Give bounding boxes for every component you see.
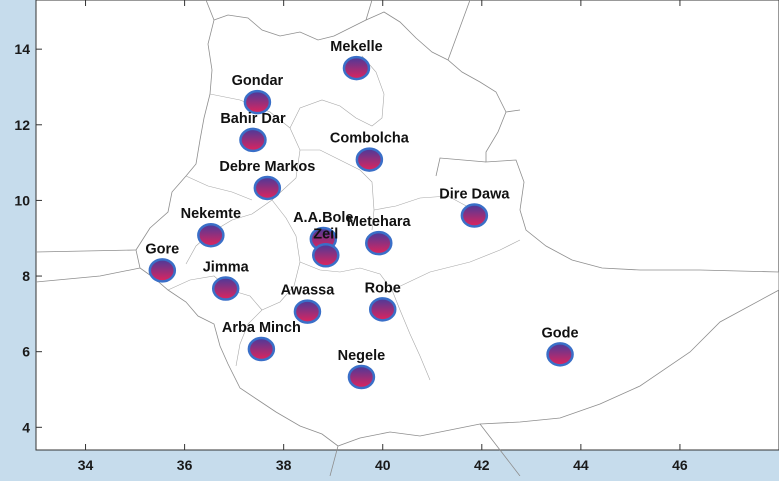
station-marker[interactable] [197, 222, 225, 248]
station-marker[interactable] [347, 364, 376, 390]
station-label: Gore [145, 241, 179, 257]
southern-border [329, 423, 521, 477]
station-label: Bahir Dar [220, 111, 286, 127]
x-tick-label: 38 [276, 457, 292, 473]
station-label: Dire Dawa [439, 187, 510, 203]
y-tick-label: 10 [14, 192, 30, 208]
station-marker[interactable] [368, 297, 397, 322]
station-marker[interactable] [243, 89, 272, 115]
y-tick-label: 14 [14, 41, 30, 57]
y-tick-label: 4 [22, 419, 30, 435]
station-dire-dawa[interactable]: Dire Dawa [439, 187, 510, 228]
y-axis: 4 6 8 10 12 14 [14, 41, 42, 435]
x-tick-label: 34 [78, 457, 94, 473]
ethiopia-border [135, 11, 779, 447]
station-marker[interactable] [546, 342, 574, 367]
station-label: Zeil [313, 226, 338, 242]
station-gondar[interactable]: Gondar [232, 73, 284, 115]
x-tick-label: 44 [573, 457, 589, 473]
station-label: Debre Markos [219, 159, 315, 175]
station-mekelle[interactable]: Mekelle [330, 39, 383, 81]
station-metehara[interactable]: Metehara [347, 214, 412, 256]
station-awassa[interactable]: Awassa [281, 283, 336, 324]
station-marker[interactable] [355, 147, 384, 172]
station-nekemte[interactable]: Nekemte [181, 206, 241, 248]
station-marker[interactable] [148, 258, 177, 283]
station-label: Nekemte [181, 206, 241, 222]
station-label: Negele [338, 348, 386, 364]
station-robe[interactable]: Robe [365, 280, 401, 322]
station-marker[interactable] [253, 175, 282, 201]
station-label: A.A.Bole [293, 210, 353, 226]
station-label: Gondar [232, 73, 284, 89]
station-arba-minch[interactable]: Arba Minch [222, 320, 301, 362]
y-tick-label: 12 [14, 117, 30, 133]
country-borders [35, 0, 779, 477]
station-negele[interactable]: Negele [338, 348, 386, 390]
x-tick-label: 42 [474, 457, 490, 473]
station-jimma[interactable]: Jimma [203, 260, 250, 301]
x-tick-label: 40 [375, 457, 391, 473]
station-marker[interactable] [365, 230, 393, 256]
x-axis: 34 36 38 40 42 44 46 [78, 0, 688, 473]
station-label: Arba Minch [222, 320, 301, 336]
northern-border [205, 0, 471, 61]
station-debre-markos[interactable]: Debre Markos [219, 159, 315, 201]
western-border [35, 249, 141, 283]
station-label: Gode [542, 325, 579, 341]
station-marker[interactable] [460, 203, 489, 228]
station-label: Combolcha [330, 131, 410, 147]
y-tick-label: 8 [22, 268, 30, 284]
station-marker[interactable] [293, 299, 322, 324]
station-label: Robe [365, 280, 401, 296]
station-label: Mekelle [330, 39, 382, 55]
station-gode[interactable]: Gode [542, 325, 579, 367]
eastern-border [435, 109, 521, 177]
station-label: Metehara [347, 214, 412, 230]
y-tick-label: 6 [22, 344, 30, 360]
x-tick-label: 36 [177, 457, 193, 473]
x-tick-label: 46 [672, 457, 688, 473]
station-label: Jimma [203, 260, 250, 276]
station-zeil[interactable]: Zeil [312, 226, 340, 268]
station-marker[interactable] [239, 127, 267, 153]
station-marker[interactable] [312, 243, 340, 268]
station-marker[interactable] [211, 276, 240, 301]
station-combolcha[interactable]: Combolcha [330, 131, 410, 172]
station-marker[interactable] [247, 336, 276, 362]
station-label: Awassa [281, 283, 336, 299]
station-marker[interactable] [342, 55, 371, 81]
station-gore[interactable]: Gore [145, 241, 179, 283]
station-bahir-dar[interactable]: Bahir Dar [220, 111, 286, 153]
plot-area [35, 0, 779, 451]
